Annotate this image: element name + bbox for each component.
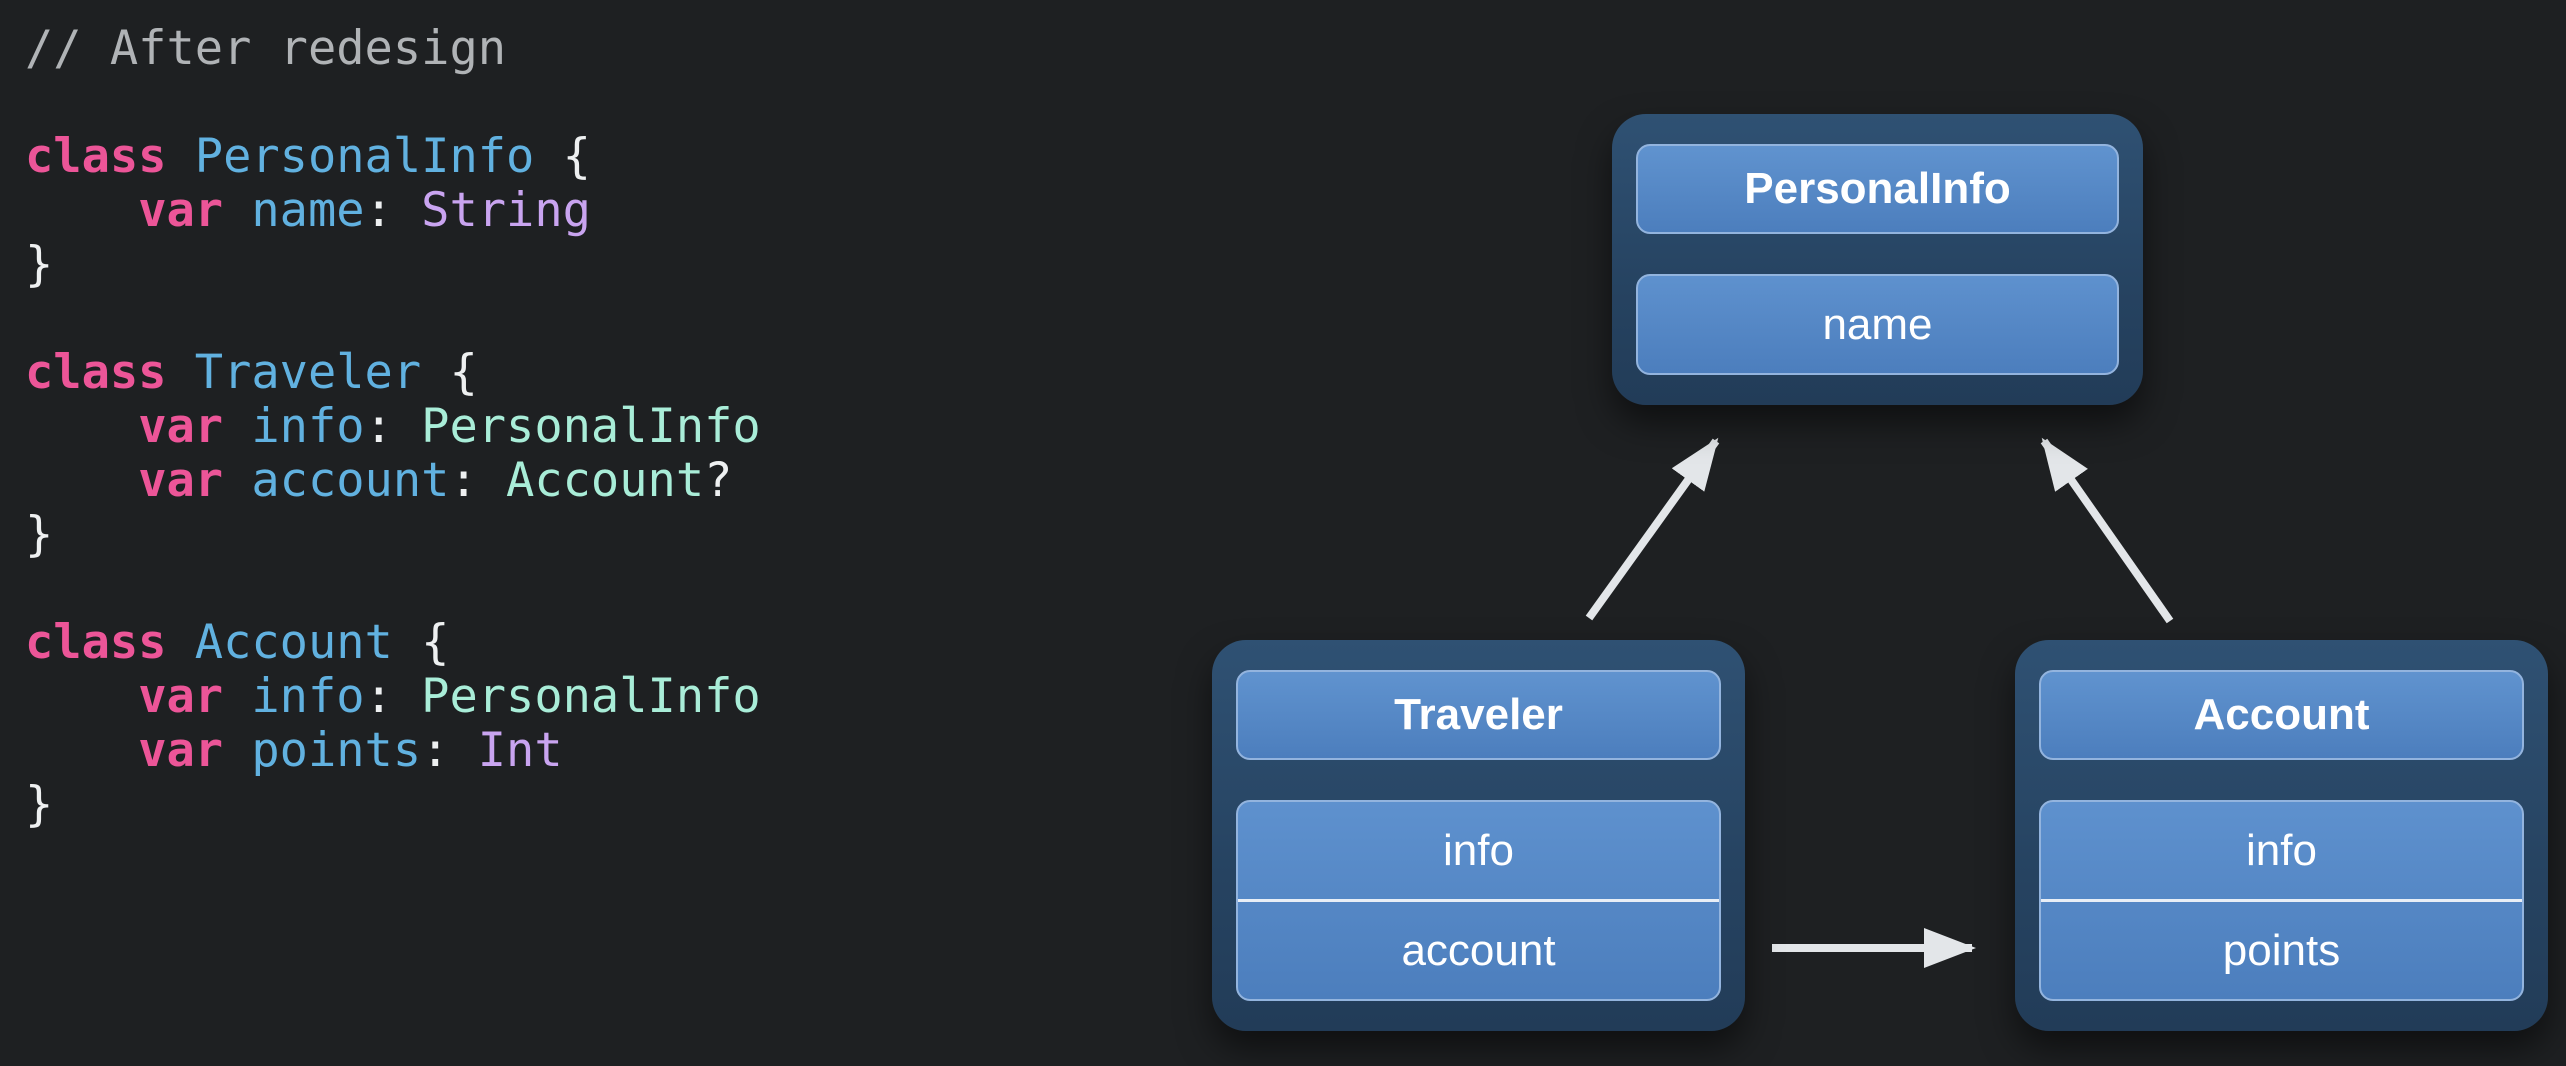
diagram-node-personalinfo: PersonalInfo name	[1612, 114, 2143, 405]
edge-account-to-personalinfo	[2040, 437, 2174, 624]
node-field-info: info	[1443, 825, 1514, 875]
node-title-personalinfo: PersonalInfo	[1636, 144, 2119, 234]
node-fields-personalinfo: name	[1636, 274, 2119, 375]
node-fields-account: info points	[2039, 800, 2524, 1001]
code-block: // After redesign class PersonalInfo { v…	[25, 21, 761, 832]
node-field-info: info	[2246, 825, 2317, 875]
node-fields-traveler: info account	[1236, 800, 1721, 1001]
node-field-name: name	[1822, 299, 1933, 349]
diagram-node-traveler: Traveler info account	[1212, 640, 1745, 1031]
edge-traveler-to-personalinfo	[1585, 437, 1720, 621]
node-field-account: account	[1238, 899, 1719, 999]
diagram-node-account: Account info points	[2015, 640, 2548, 1031]
node-field-points: points	[2041, 899, 2522, 999]
node-title-account: Account	[2039, 670, 2524, 760]
node-title-traveler: Traveler	[1236, 670, 1721, 760]
